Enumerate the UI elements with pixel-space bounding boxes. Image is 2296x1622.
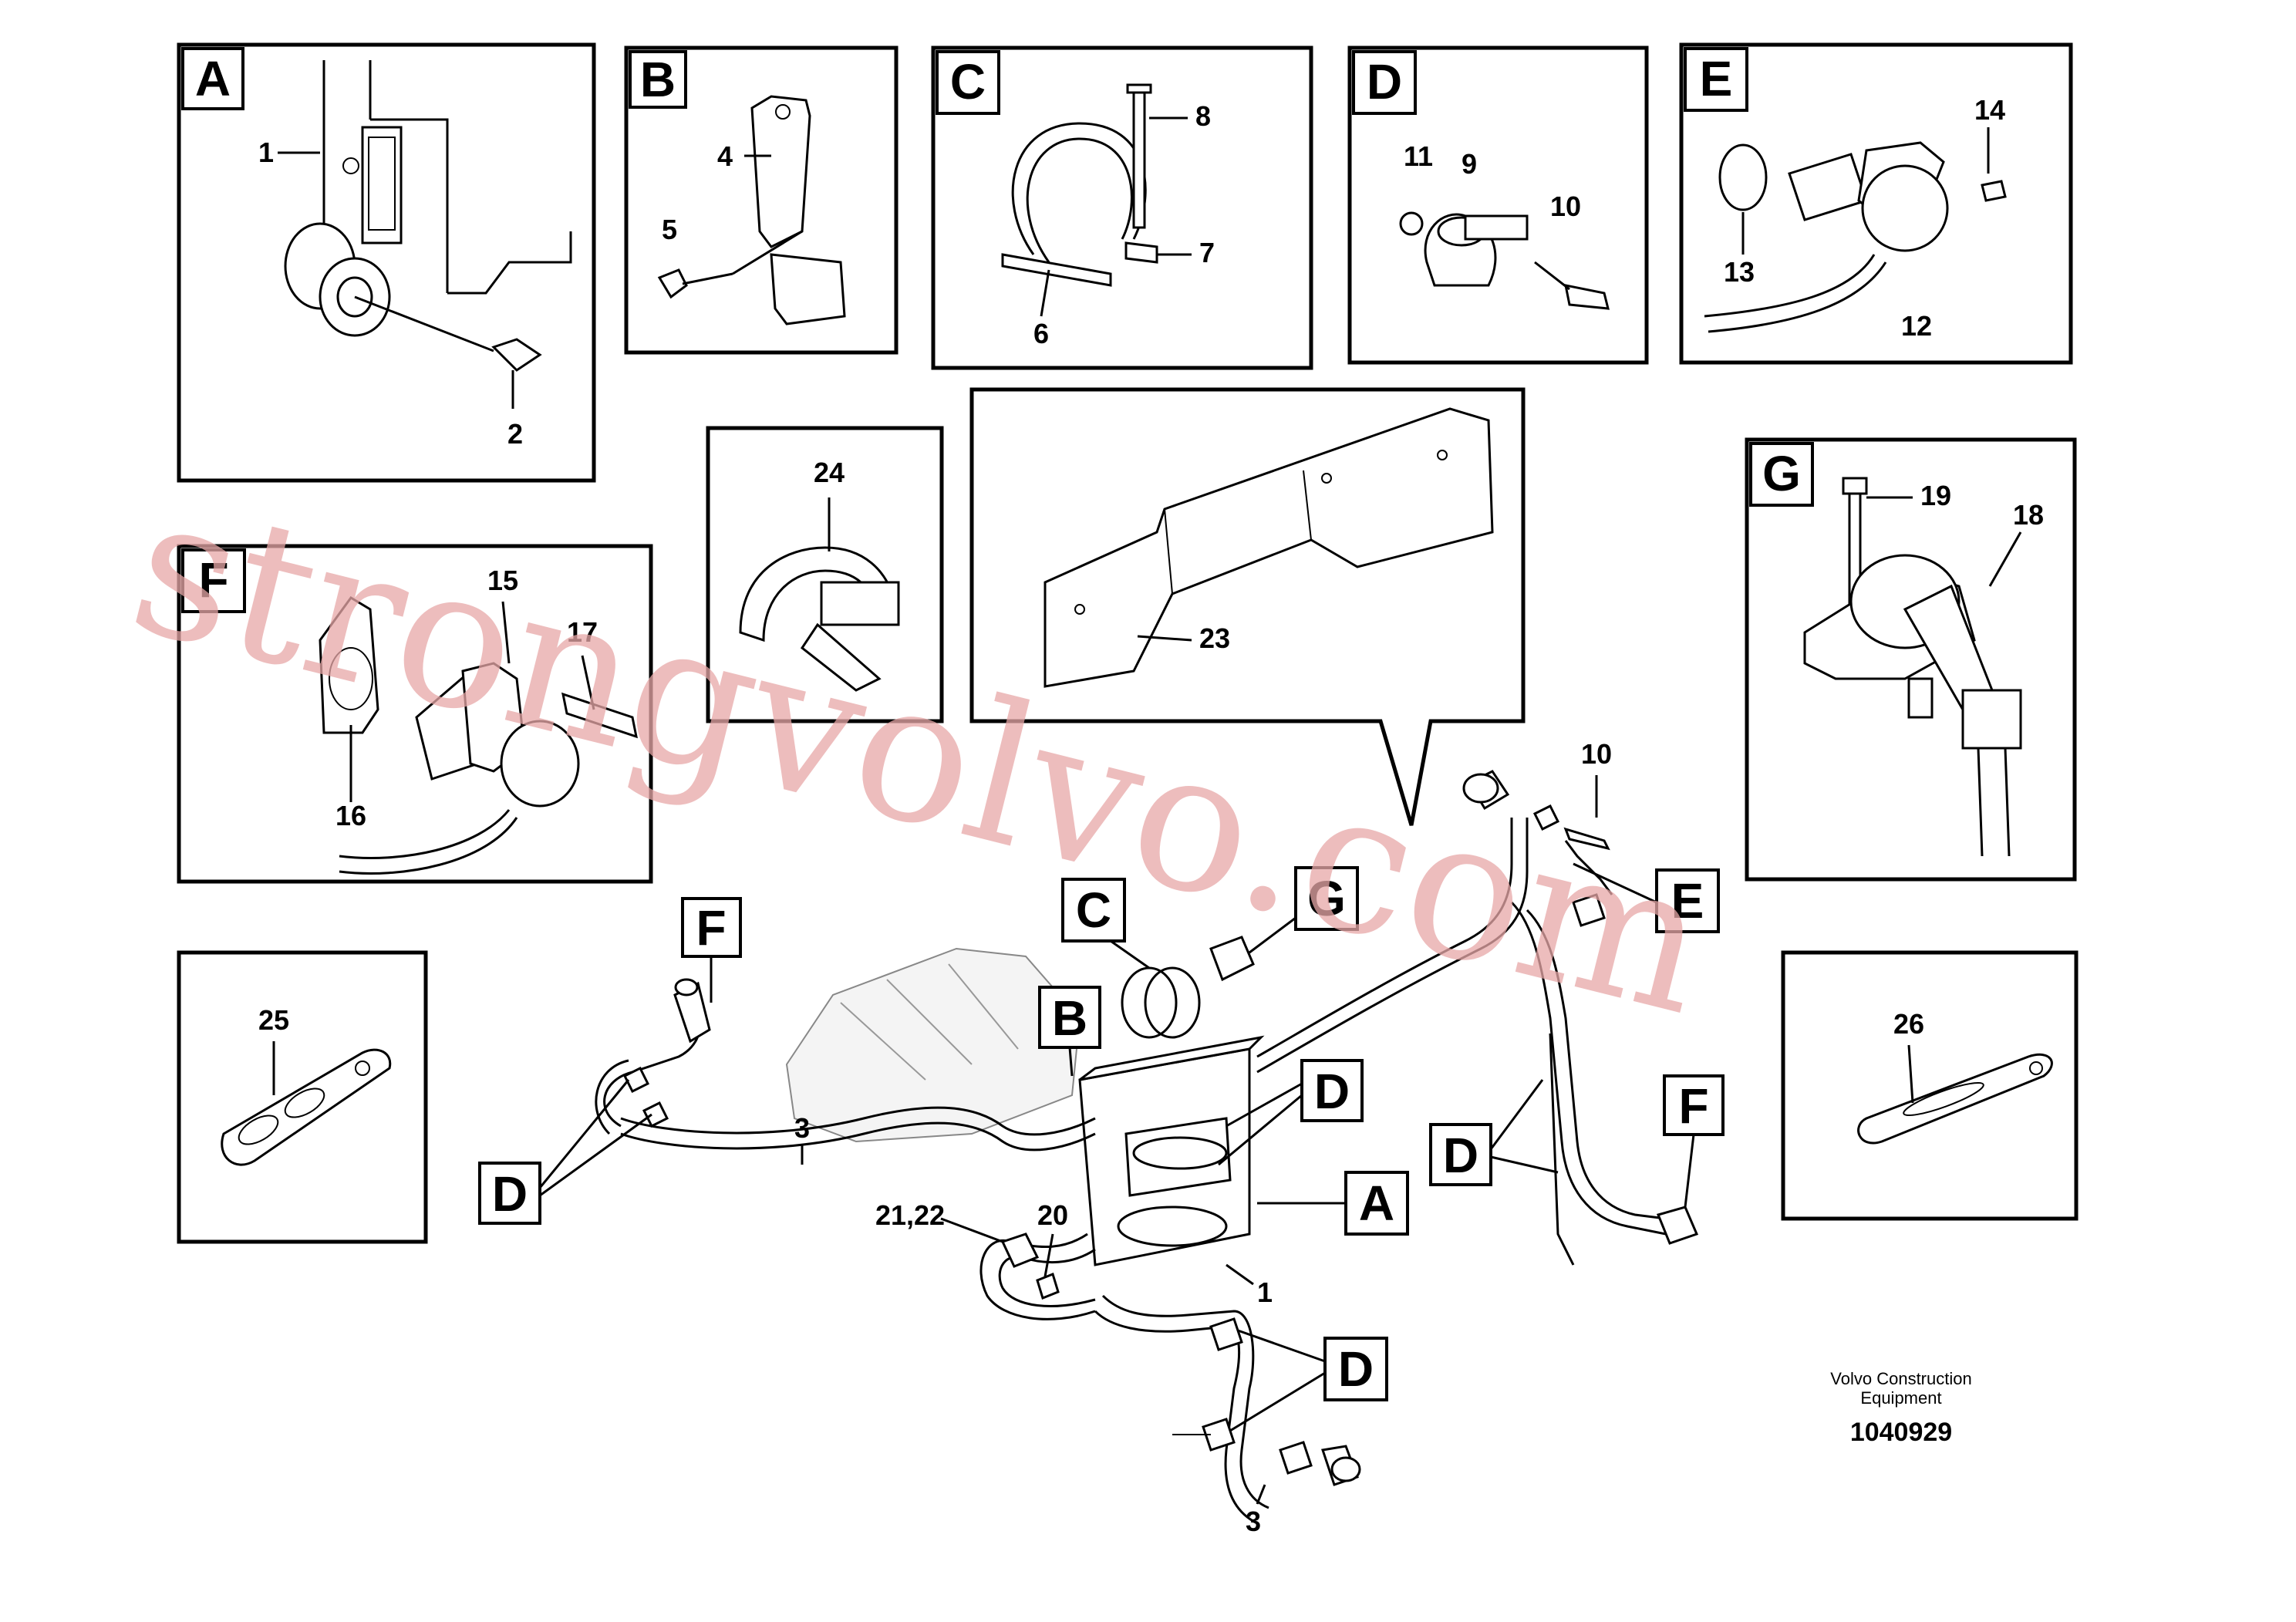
panel-d: D 11 9 10 — [1347, 46, 1649, 365]
panel-f: F 15 17 16 — [177, 544, 653, 884]
callout-25: 25 — [258, 1004, 289, 1036]
panel-b-letter: B — [640, 52, 676, 107]
company-line-1: Volvo Construction — [1830, 1369, 1971, 1388]
callout-23: 23 — [1199, 622, 1230, 654]
ref-g-center: G — [1307, 871, 1346, 926]
panel-26: 26 — [1781, 950, 2079, 1221]
clamp-6-illustration — [1001, 83, 1158, 287]
company-line-2: Equipment — [1860, 1388, 1941, 1408]
callout-21-22: 21,22 — [875, 1199, 945, 1231]
panel-g: G 19 18 — [1745, 437, 2077, 882]
callout-20: 20 — [1037, 1199, 1068, 1231]
callout-13: 13 — [1724, 256, 1755, 288]
callout-2: 2 — [507, 418, 523, 450]
sensor-18-illustration — [1803, 477, 2022, 857]
ref-e-right: E — [1671, 873, 1704, 929]
ref-d-right: D — [1443, 1128, 1478, 1183]
cover-23-illustration — [1043, 407, 1494, 688]
clip-9-illustration — [1399, 211, 1610, 310]
panel-25: 25 — [177, 950, 428, 1244]
callout-17: 17 — [567, 616, 598, 648]
callout-7: 7 — [1199, 237, 1215, 268]
ref-a-center: A — [1359, 1175, 1394, 1231]
callout-24: 24 — [814, 457, 845, 488]
ref-d-center: D — [1314, 1064, 1350, 1119]
panel-e-letter: E — [1700, 51, 1733, 106]
callout-11: 11 — [1404, 140, 1433, 172]
panel-e: E 14 13 12 — [1679, 42, 2073, 365]
panel-g-letter: G — [1762, 446, 1801, 501]
ref-d-bottom: D — [1338, 1341, 1374, 1397]
bracket-26-illustration — [1857, 1053, 2053, 1145]
callout-26: 26 — [1893, 1008, 1924, 1040]
ref-b-center: B — [1052, 990, 1087, 1046]
callout-19: 19 — [1920, 480, 1951, 511]
panel-f-letter: F — [198, 552, 228, 608]
callout-9: 9 — [1462, 148, 1477, 180]
callout-8: 8 — [1195, 100, 1211, 132]
callout-16: 16 — [335, 800, 366, 831]
footer: Volvo Construction Equipment 1040929 — [1830, 1369, 1971, 1447]
ref-c-center: C — [1076, 882, 1111, 938]
callout-1: 1 — [258, 137, 274, 168]
callout-3-lower: 3 — [1246, 1506, 1261, 1537]
callout-5: 5 — [662, 214, 677, 245]
ref-d-left: D — [492, 1166, 528, 1222]
callout-15: 15 — [487, 565, 518, 596]
bracket-25-illustration — [221, 1048, 392, 1166]
panel-23: 23 — [969, 387, 1526, 826]
sensor-12-illustration — [1704, 141, 2007, 333]
callout-1-main: 1 — [1257, 1276, 1273, 1308]
ref-f-left: F — [696, 900, 726, 956]
callout-18: 18 — [2013, 499, 2044, 531]
drawing-number: 1040929 — [1850, 1418, 1952, 1447]
panel-24: 24 — [706, 426, 944, 723]
ref-f-right: F — [1678, 1078, 1708, 1134]
panel-c: C 8 7 6 — [931, 46, 1313, 370]
panel-a-letter: A — [195, 51, 231, 106]
clip-24-illustration — [739, 546, 900, 692]
panel-c-letter: C — [950, 54, 986, 110]
main-callouts: 3 21,22 20 1 10 3 — [794, 738, 1612, 1537]
panel-b: B 4 5 — [624, 46, 899, 355]
callout-6: 6 — [1033, 318, 1049, 349]
callout-14: 14 — [1974, 94, 2005, 126]
callout-4: 4 — [717, 140, 733, 172]
main-assembly — [595, 770, 1699, 1525]
callout-12: 12 — [1901, 310, 1932, 342]
callout-10: 10 — [1550, 191, 1581, 222]
callout-10-main: 10 — [1581, 738, 1612, 770]
callout-3-upper: 3 — [794, 1112, 810, 1144]
view-references: F D C G B D A E D F — [478, 862, 1725, 1432]
sensor-1-illustration — [284, 60, 572, 409]
panel-d-letter: D — [1367, 54, 1402, 110]
sensor-15-illustration — [319, 596, 638, 875]
bracket-4-illustration — [657, 95, 846, 325]
panel-a: A 1 2 — [177, 42, 596, 483]
